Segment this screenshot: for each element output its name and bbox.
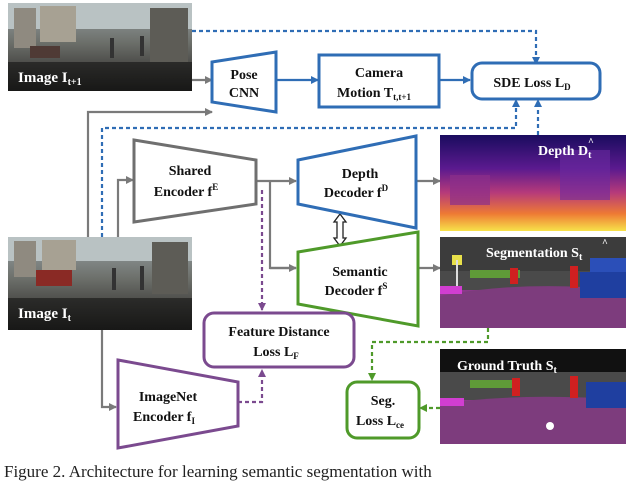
seg-loss-line1: Seg. <box>371 394 396 409</box>
camera-motion-line1: Camera <box>355 66 403 81</box>
figure-caption: Figure 2. Architecture for learning sema… <box>4 462 432 481</box>
shared-encoder-line2: Encoder fE <box>154 182 218 200</box>
fdl-line2: Loss LF <box>253 345 299 361</box>
segmentation-output-label: Segmentation St <box>486 246 583 263</box>
arrow-image-t-to-imagenet <box>100 330 117 411</box>
seg-hat-mark: ^ <box>602 238 608 249</box>
feature-distance-loss-block: Feature Distance Loss LF <box>202 311 356 369</box>
fdl-line1: Feature Distance <box>228 325 329 340</box>
image-frame-next: Image It+1 <box>8 3 192 91</box>
image-frame-t-label: Image It <box>18 306 72 324</box>
image-segmentation-output: Segmentation St ^ <box>440 237 626 328</box>
seg-loss-block: Seg. Loss Lce <box>345 380 421 440</box>
ground-truth-label: Ground Truth St <box>457 359 558 376</box>
pose-cnn-line2: CNN <box>229 86 259 101</box>
imagenet-encoder-line1: ImageNet <box>139 390 198 405</box>
pose-cnn-block: Pose CNN <box>210 50 278 114</box>
depth-decoder-block: Depth Decoder fD <box>296 134 418 230</box>
semantic-decoder-block: Semantic Decoder fS <box>296 230 420 328</box>
arrow-image-t-to-pose <box>86 108 213 237</box>
image-depth-output: Depth Dt ^ <box>440 135 626 231</box>
dashed-imagenet-to-fdl <box>238 369 266 404</box>
arrow-shared-to-semantic <box>268 181 296 270</box>
depth-hat-mark: ^ <box>588 137 594 148</box>
pose-cnn-line1: Pose <box>230 68 257 83</box>
arrow-image-t-to-shared <box>116 176 134 237</box>
dashed-seg-to-loss <box>368 328 490 381</box>
dashed-image-t-to-sde <box>100 99 520 237</box>
shared-encoder-block: Shared Encoder fE <box>132 138 258 224</box>
image-ground-truth: Ground Truth St <box>440 349 626 444</box>
connectors <box>86 29 542 412</box>
double-arrow-decoders <box>332 212 348 248</box>
camera-motion-line2: Motion Tt,t+1 <box>337 86 412 102</box>
image-frame-next-label: Image It+1 <box>18 70 82 88</box>
depth-decoder-line1: Depth <box>342 167 379 182</box>
image-frame-t: Image It <box>8 237 192 330</box>
depth-output-label: Depth Dt <box>538 144 592 161</box>
seg-loss-line2: Loss Lce <box>356 414 404 430</box>
shared-encoder-line1: Shared <box>169 164 212 179</box>
semantic-decoder-line1: Semantic <box>332 265 387 280</box>
sde-loss-label: SDE Loss LD <box>493 76 571 92</box>
imagenet-encoder-line2: Encoder fI <box>133 410 195 426</box>
dashed-image-next-to-sde <box>192 29 540 65</box>
imagenet-encoder-block: ImageNet Encoder fI <box>116 358 240 450</box>
sde-loss-block: SDE Loss LD <box>470 61 602 101</box>
depth-decoder-line2: Decoder fD <box>324 183 389 201</box>
semantic-decoder-line2: Decoder fS <box>325 281 388 299</box>
camera-motion-block: Camera Motion Tt,t+1 <box>317 53 441 109</box>
